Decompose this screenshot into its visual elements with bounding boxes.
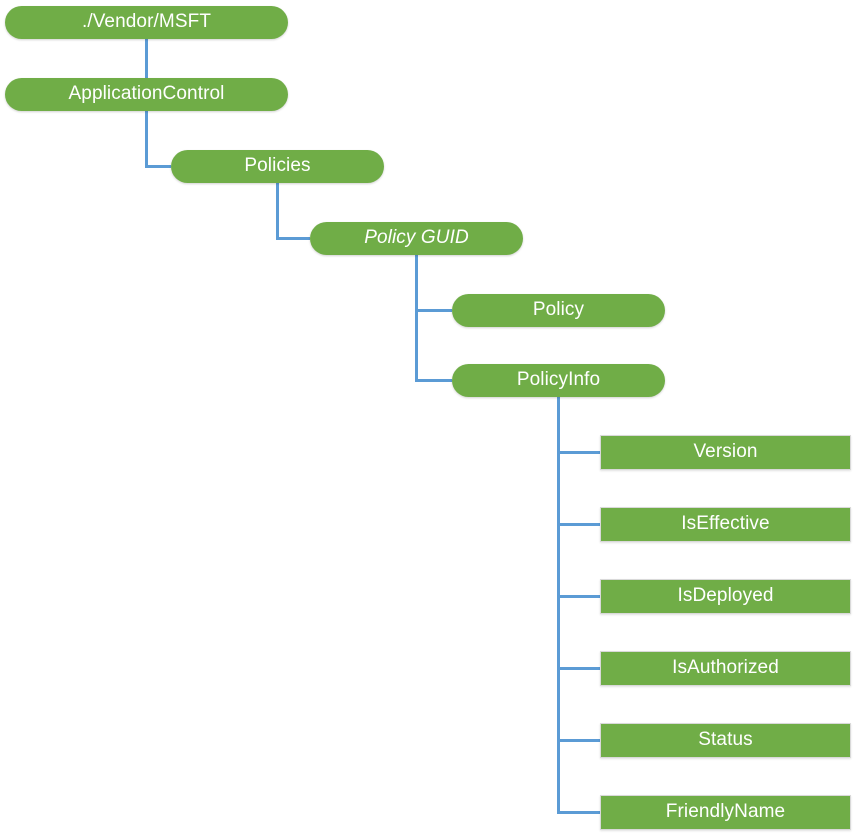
tree-node-policy-guid[interactable]: Policy GUID bbox=[310, 222, 523, 255]
connector-policyinfo-to-isauthorized bbox=[557, 397, 600, 670]
tree-node-label: Policy bbox=[532, 299, 585, 321]
tree-node-is-deployed[interactable]: IsDeployed bbox=[600, 579, 851, 614]
connector-policyinfo-to-friendlyname bbox=[557, 397, 600, 814]
tree-node-label: IsEffective bbox=[681, 513, 770, 535]
tree-node-status[interactable]: Status bbox=[600, 723, 851, 758]
tree-node-is-effective[interactable]: IsEffective bbox=[600, 507, 851, 542]
connector-policyinfo-to-version bbox=[557, 397, 600, 454]
tree-node-label: Policies bbox=[244, 155, 311, 177]
tree-node-label: IsDeployed bbox=[677, 585, 774, 607]
tree-node-version[interactable]: Version bbox=[600, 435, 851, 470]
tree-node-friendly-name[interactable]: FriendlyName bbox=[600, 795, 851, 830]
tree-node-label: Status bbox=[698, 729, 753, 751]
tree-node-policy-info[interactable]: PolicyInfo bbox=[452, 364, 665, 397]
tree-node-application-control[interactable]: ApplicationControl bbox=[5, 78, 288, 111]
connector-policyguid-to-policy bbox=[415, 255, 452, 312]
connector-applicationcontrol-to-policies bbox=[145, 111, 171, 168]
connector-policyinfo-to-iseffective bbox=[557, 397, 600, 526]
tree-node-vendor-msft[interactable]: ./Vendor/MSFT bbox=[5, 6, 288, 39]
tree-node-label: Version bbox=[693, 441, 758, 463]
tree-node-label: FriendlyName bbox=[665, 801, 786, 823]
tree-node-label: PolicyInfo bbox=[516, 369, 601, 391]
tree-node-label: Policy GUID bbox=[364, 227, 469, 249]
connector-policyinfo-to-isdeployed bbox=[557, 397, 600, 598]
tree-node-is-authorized[interactable]: IsAuthorized bbox=[600, 651, 851, 686]
tree-node-policies[interactable]: Policies bbox=[171, 150, 384, 183]
tree-node-policy[interactable]: Policy bbox=[452, 294, 665, 327]
connector-policyinfo-to-status bbox=[557, 397, 600, 742]
tree-node-label: IsAuthorized bbox=[672, 657, 779, 679]
tree-node-label: ./Vendor/MSFT bbox=[81, 11, 212, 33]
connector-policyguid-to-policyinfo bbox=[415, 255, 452, 382]
connector-policies-to-policyguid bbox=[276, 183, 310, 240]
tree-node-label: ApplicationControl bbox=[68, 83, 225, 105]
